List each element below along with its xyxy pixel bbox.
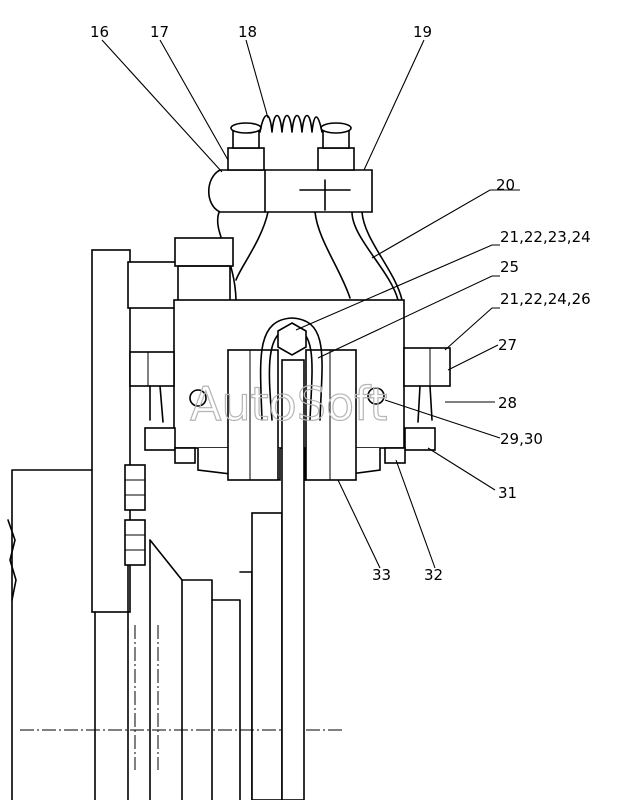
watermark: AutoSoft xyxy=(190,377,388,431)
callout-16: 16 xyxy=(90,23,109,41)
left-pin xyxy=(189,389,207,407)
callout-32: 32 xyxy=(424,566,443,584)
callout-28: 28 xyxy=(498,394,517,412)
callout-31: 31 xyxy=(498,484,517,502)
tension-spring xyxy=(259,114,323,133)
side-bolts-left xyxy=(124,464,146,566)
base-housing xyxy=(7,249,283,800)
callout-33: 33 xyxy=(372,566,391,584)
top-lever-bar xyxy=(207,169,373,213)
loop-spring xyxy=(259,317,323,421)
vertical-centerlines xyxy=(134,625,159,770)
brake-arms xyxy=(216,209,403,301)
callout-21-22-24-26: 21,22,24,26 xyxy=(500,290,591,308)
callout-27: 27 xyxy=(498,336,517,354)
leader-lines xyxy=(101,39,520,569)
callout-18: 18 xyxy=(238,23,257,41)
callout-25: 25 xyxy=(500,258,519,276)
callout-20: 20 xyxy=(496,176,515,194)
top-bolts xyxy=(227,122,355,171)
right-pin xyxy=(367,387,385,405)
callout-19: 19 xyxy=(413,23,432,41)
right-side-assembly xyxy=(384,347,451,464)
callout-17: 17 xyxy=(150,23,169,41)
hex-nut xyxy=(277,322,307,356)
brake-disc xyxy=(281,359,305,800)
callout-21-22-23-24: 21,22,23,24 xyxy=(500,228,591,246)
left-side-assembly xyxy=(129,351,196,464)
left-nut xyxy=(174,237,234,267)
callout-29-30: 29,30 xyxy=(500,430,543,448)
